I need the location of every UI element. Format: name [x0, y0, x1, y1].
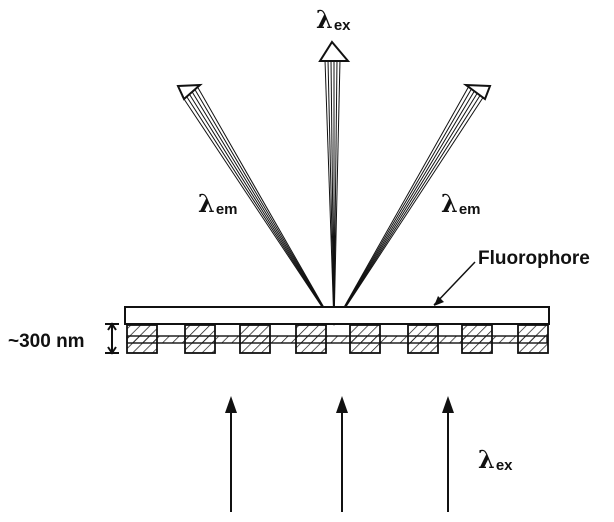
excitation-label-top: λex	[316, 5, 351, 34]
lambda-symbol: λ	[198, 189, 215, 218]
emission-label-left: λem	[198, 189, 238, 218]
grating-layer	[126, 324, 549, 354]
arrowhead-right	[462, 83, 492, 101]
lambda-symbol: λ	[316, 5, 333, 34]
excitation-arrow-left	[225, 396, 237, 512]
excitation-arrow-center	[336, 396, 348, 512]
emission-beam-left	[181, 85, 335, 326]
emission-beam-right	[333, 85, 485, 326]
lambda-symbol: λ	[441, 189, 458, 218]
lambda-subscript: em	[458, 201, 481, 218]
lambda-subscript: ex	[333, 17, 351, 34]
excitation-label-bottom: λex	[478, 445, 513, 474]
fluorophore-label: Fluorophore	[478, 248, 590, 269]
excitation-arrow-right	[442, 396, 454, 512]
fluorophore-layer	[124, 306, 550, 325]
fluorophore-leader	[433, 261, 476, 306]
arrowhead-center	[318, 40, 351, 62]
lambda-subscript: em	[215, 201, 238, 218]
thickness-label: ~300 nm	[8, 331, 85, 352]
lambda-symbol: λ	[478, 445, 495, 474]
lambda-subscript: ex	[495, 457, 513, 474]
arrowhead-left	[176, 83, 203, 101]
emission-label-right: λem	[441, 189, 481, 218]
fluorophore-leader-arrowhead	[434, 296, 444, 306]
thickness-dimension-marker	[105, 322, 119, 355]
emission-beam-center	[324, 59, 341, 326]
